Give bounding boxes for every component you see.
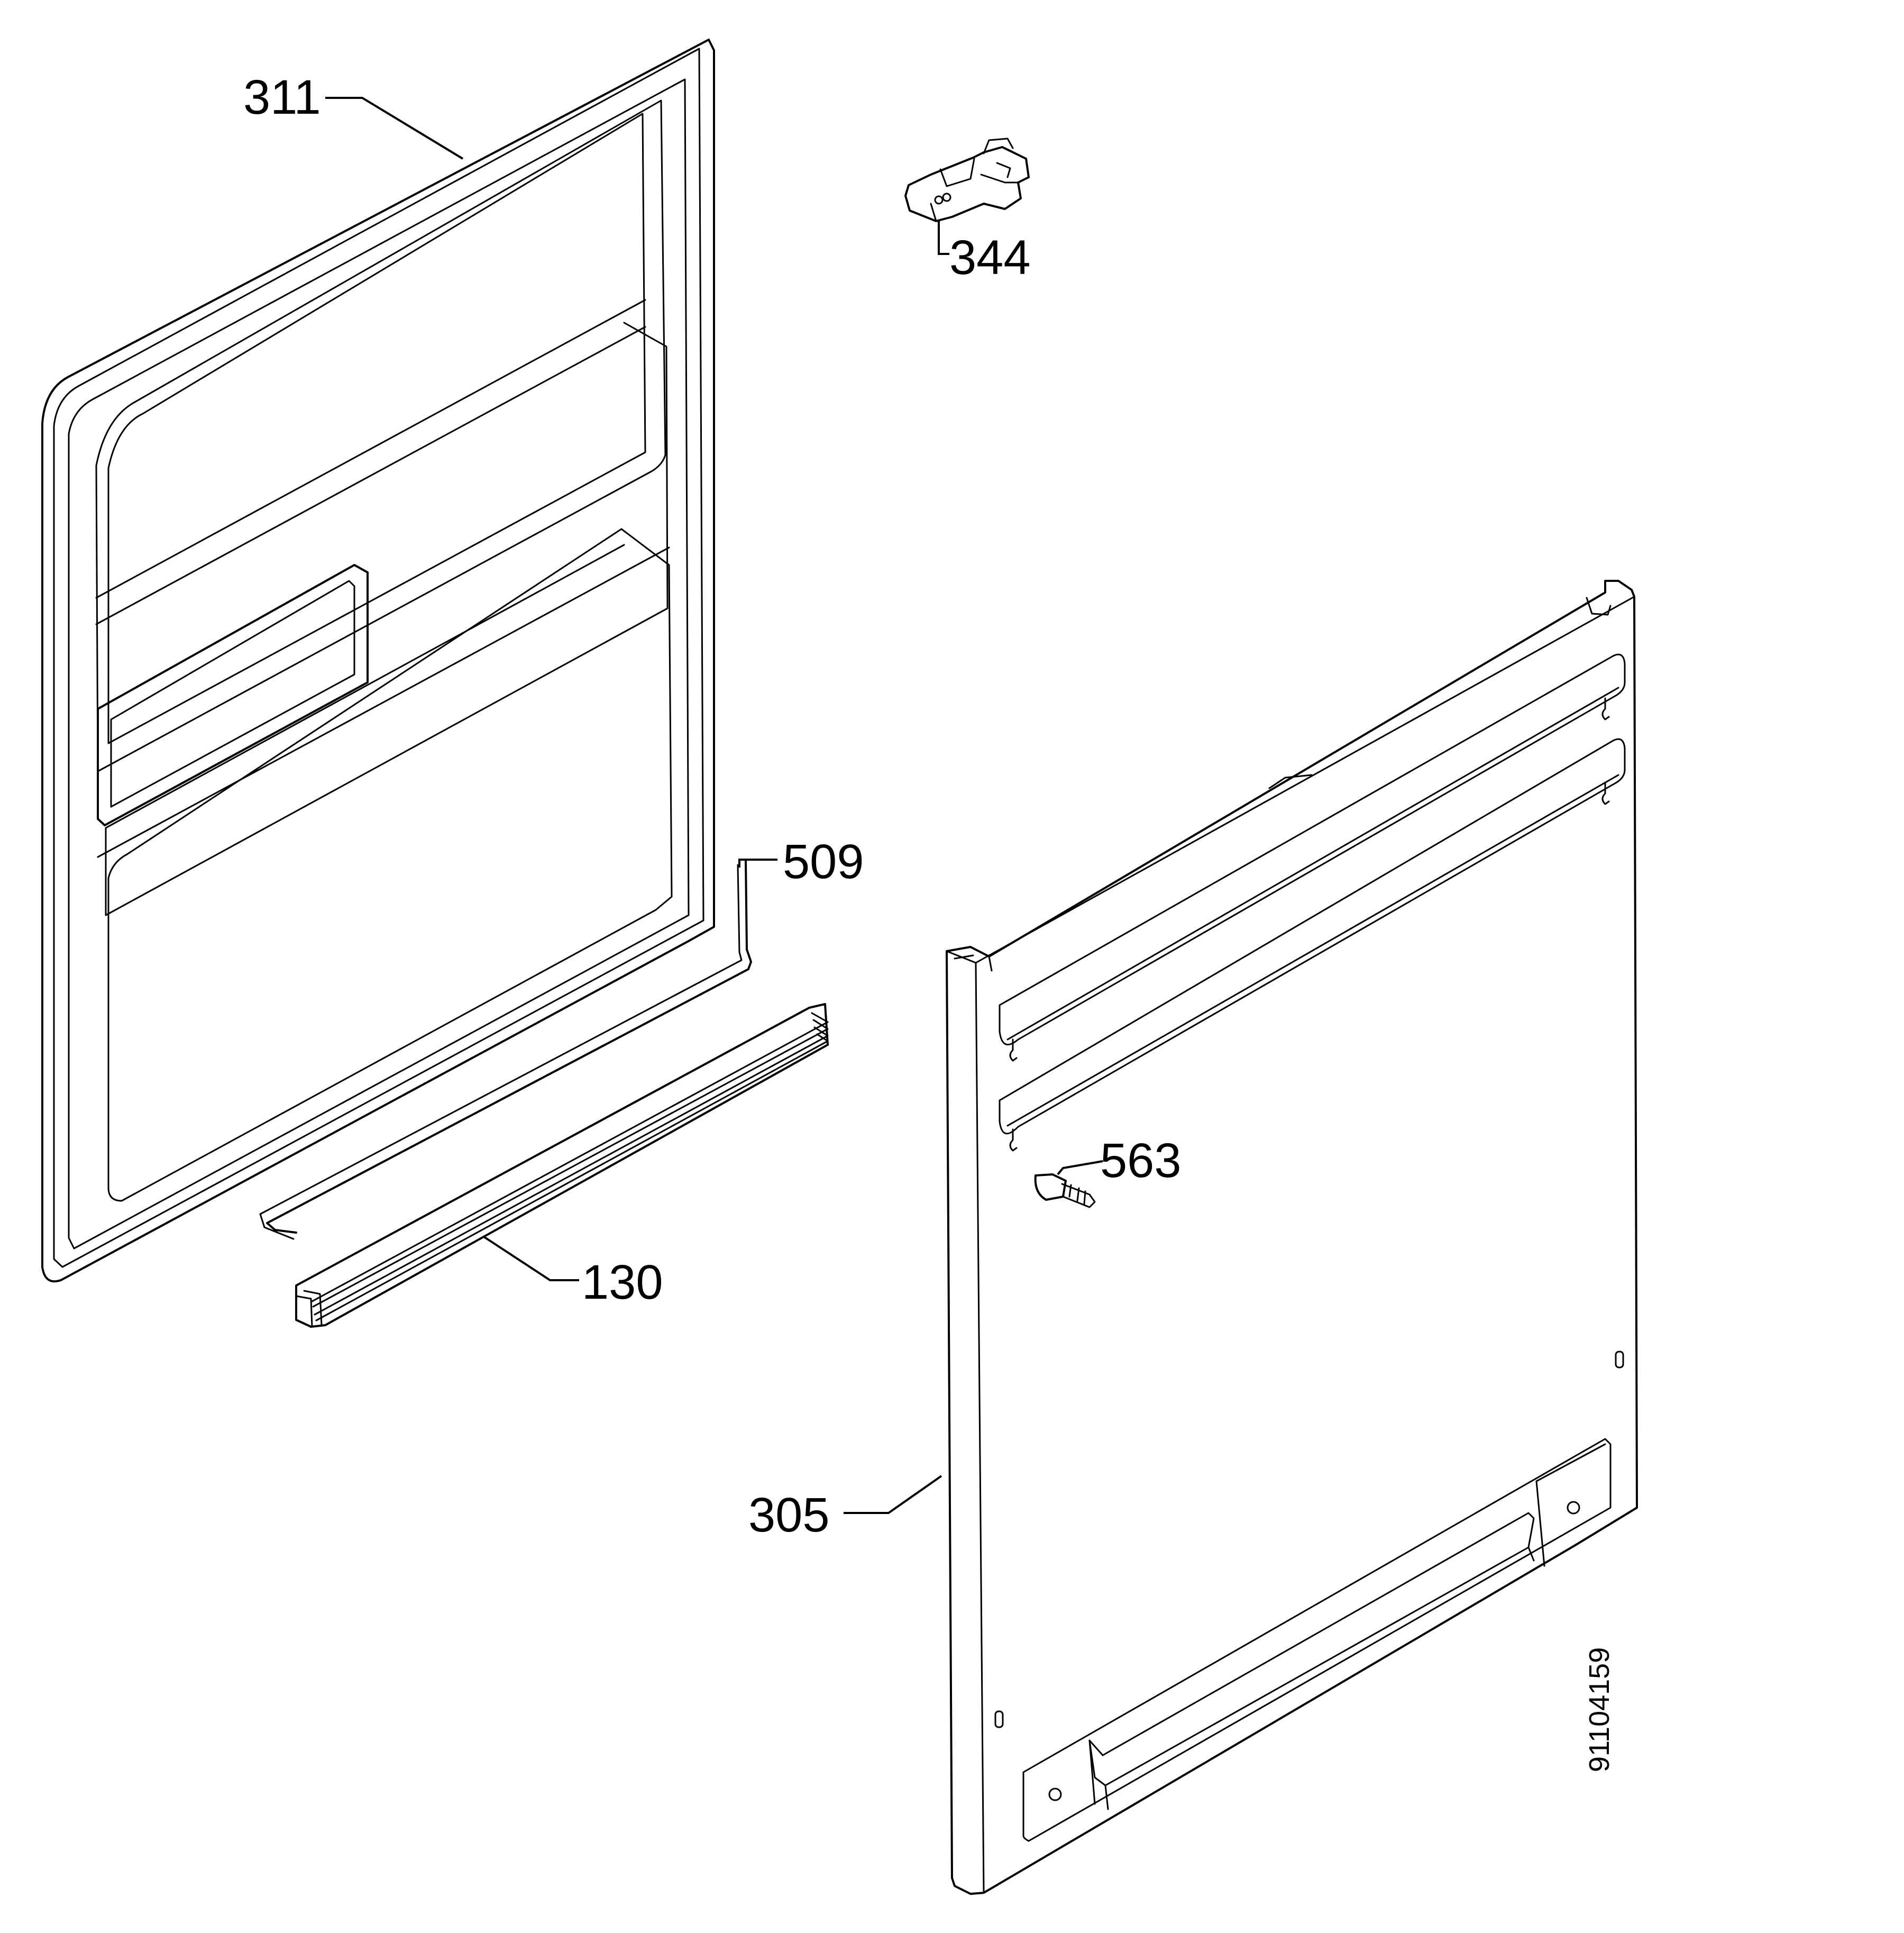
callout-305: 305 — [748, 1488, 830, 1542]
hinge-bracket-344 — [904, 138, 1030, 222]
screw-563 — [1034, 1173, 1096, 1208]
callout-130: 130 — [582, 1255, 663, 1309]
rod-509 — [259, 859, 752, 1240]
leader-130 — [483, 1236, 579, 1281]
door-outer-panel-305 — [946, 580, 1638, 1895]
leader-509 — [738, 859, 777, 868]
leader-563 — [1057, 1160, 1103, 1175]
door-inner-panel-311 — [41, 39, 715, 1283]
leader-311 — [325, 97, 464, 160]
callout-344: 344 — [949, 231, 1031, 285]
gasket-strip-130 — [295, 1003, 829, 1328]
callout-509: 509 — [783, 835, 864, 889]
leader-344 — [938, 220, 949, 255]
leader-305 — [844, 1475, 942, 1514]
callout-563: 563 — [1100, 1134, 1182, 1188]
callout-311: 311 — [243, 70, 321, 124]
leader-lines — [325, 97, 1103, 1514]
drawing-number: 91104159 — [1583, 1647, 1615, 1772]
